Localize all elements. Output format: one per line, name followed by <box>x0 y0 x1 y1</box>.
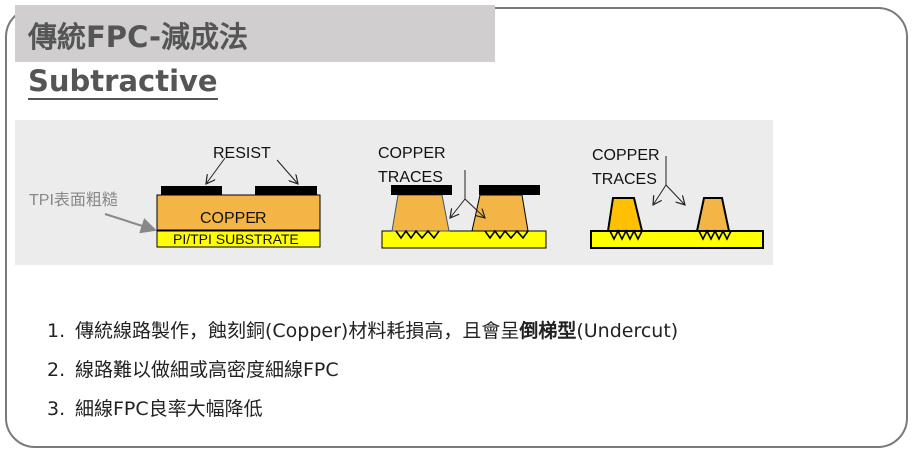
list-item: 1. 傳統線路製作，蝕刻銅(Copper)材料耗損高，且會呈倒梯型(Undercu… <box>47 318 678 357</box>
resist-block <box>161 186 222 195</box>
resist-block <box>255 186 317 195</box>
list-item: 2. 線路難以做細或高密度細線FPC <box>47 357 678 396</box>
title-banner <box>15 5 495 62</box>
list-text-tail: (Undercut) <box>576 320 679 342</box>
slide-title: 傳統FPC-減成法 <box>28 20 249 54</box>
copper-label-overflow: R <box>255 210 267 227</box>
list-number: 3. <box>47 398 66 420</box>
list-item: 3. 細線FPC良率大幅降低 <box>47 396 678 435</box>
list-number: 1. <box>47 320 66 342</box>
resist-label: RESIST <box>213 145 271 162</box>
stage-3-final-traces: COPPER TRACES <box>590 147 764 249</box>
list-text: 線路難以做細或高密度細線FPC <box>75 359 339 381</box>
copper-trace <box>391 194 450 232</box>
bullet-list: 1. 傳統線路製作，蝕刻銅(Copper)材料耗損高，且會呈倒梯型(Undercu… <box>47 318 678 435</box>
copper-label: COPPE <box>200 210 256 227</box>
copper-traces-label-line1: COPPER <box>378 145 446 162</box>
substrate-layer <box>156 230 321 248</box>
slide-subtitle: Subtractive <box>28 64 218 100</box>
list-emphasis: 倒梯型 <box>519 320 577 342</box>
stage-2-etched-with-resist: COPPER TRACES <box>378 145 547 249</box>
list-number: 2. <box>47 359 66 381</box>
copper-traces-label-line2: TRACES <box>378 169 443 186</box>
copper-trace <box>695 197 731 232</box>
resist-block <box>391 185 452 195</box>
copper-layer <box>156 194 321 231</box>
copper-traces-label-line1: COPPER <box>592 147 660 164</box>
stage-1-resist: RESIST COPPE R PI/TPI SUBSTRATE TPI表面粗糙 <box>29 145 321 248</box>
substrate-layer <box>381 230 547 249</box>
list-text: 細線FPC良率大幅降低 <box>75 398 263 420</box>
resist-block <box>479 185 540 195</box>
tpi-roughness-label: TPI表面粗糙 <box>29 191 118 209</box>
substrate-label: PI/TPI SUBSTRATE <box>173 231 299 247</box>
subtractive-process-diagram: RESIST COPPE R PI/TPI SUBSTRATE TPI表面粗糙 … <box>15 120 773 265</box>
copper-traces-label-line2: TRACES <box>592 171 657 188</box>
list-text: 傳統線路製作，蝕刻銅(Copper)材料耗損高，且會呈 <box>75 320 520 342</box>
